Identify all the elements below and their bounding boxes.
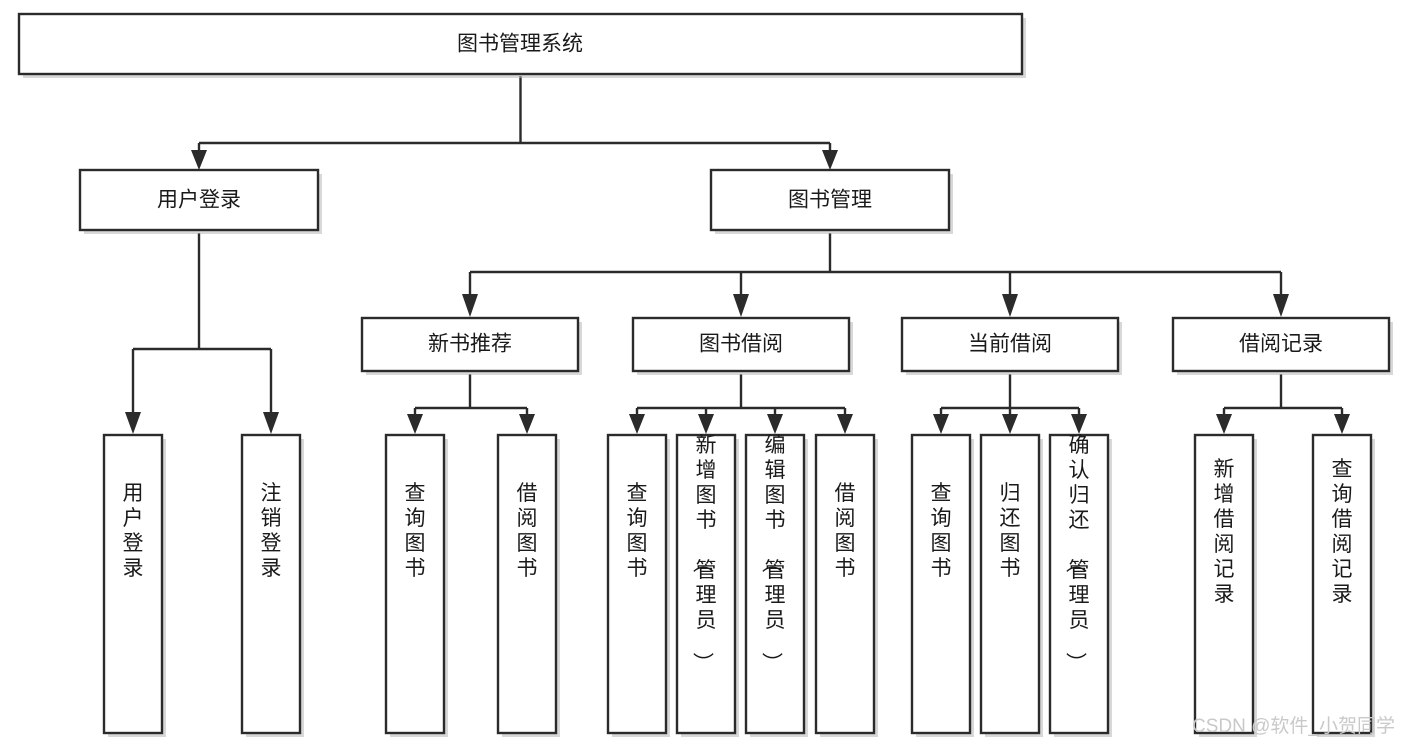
node-borrow[interactable]: 图书借阅 bbox=[631, 316, 853, 375]
node-leaf-6-box[interactable] bbox=[675, 433, 737, 735]
node-leaf-9[interactable]: 查询图书 bbox=[910, 433, 974, 737]
node-records-label: 借阅记录 bbox=[1239, 333, 1323, 356]
node-newbook[interactable]: 新书推荐 bbox=[360, 316, 582, 375]
node-root[interactable]: 图书管理系统 bbox=[17, 12, 1026, 78]
node-leaf-12[interactable]: 新增借阅记录 bbox=[1193, 433, 1257, 737]
arrowhead-current bbox=[1002, 294, 1018, 317]
arrowhead-leaf-1 bbox=[125, 412, 141, 434]
node-current-label: 当前借阅 bbox=[968, 333, 1052, 356]
node-leaf-10-label: 归还图书 bbox=[1000, 482, 1021, 580]
node-leaf-4-box[interactable] bbox=[496, 433, 558, 735]
csdn-watermark: CSDN @软件_小贺同学 bbox=[1192, 715, 1395, 737]
node-login-box[interactable] bbox=[78, 168, 320, 232]
node-leaf-8-box[interactable] bbox=[814, 433, 876, 735]
node-current-box[interactable] bbox=[900, 316, 1120, 373]
node-newbook-box[interactable] bbox=[360, 316, 580, 373]
arrowhead-leaf-8 bbox=[837, 414, 853, 434]
arrowhead-newbook bbox=[462, 294, 478, 317]
node-leaf-13[interactable]: 查询借阅记录 bbox=[1311, 433, 1375, 737]
node-leaf-5[interactable]: 查询图书 bbox=[606, 433, 670, 737]
node-leaf-13-label: 查询借阅记录 bbox=[1332, 458, 1353, 606]
node-leaf-8[interactable]: 借阅图书 bbox=[814, 433, 878, 737]
arrowhead-leaf-3 bbox=[407, 414, 423, 434]
node-current[interactable]: 当前借阅 bbox=[900, 316, 1122, 375]
node-leaf-9-label: 查询图书 bbox=[931, 482, 952, 580]
node-leaf-10[interactable]: 归还图书 bbox=[979, 433, 1043, 737]
node-leaf-13-box[interactable] bbox=[1311, 433, 1373, 735]
node-leaf-8-label: 借阅图书 bbox=[835, 482, 856, 580]
arrowhead-bookmgmt bbox=[822, 150, 838, 170]
node-leaf-12-box[interactable] bbox=[1193, 433, 1255, 735]
node-leaf-6[interactable]: 新增图书（管理员） bbox=[675, 433, 739, 737]
node-leaf-11-label: 确认归还（管理员） bbox=[1064, 434, 1090, 673]
node-bookmgmt[interactable]: 图书管理 bbox=[709, 168, 953, 234]
node-bookmgmt-label: 图书管理 bbox=[788, 189, 872, 212]
arrowhead-leaf-2 bbox=[263, 412, 279, 434]
node-leaf-3-label: 查询图书 bbox=[405, 482, 426, 580]
node-newbook-label: 新书推荐 bbox=[428, 333, 512, 356]
node-leaf-12-label: 新增借阅记录 bbox=[1214, 458, 1235, 606]
node-leaf-11[interactable]: 确认归还（管理员） bbox=[1048, 433, 1112, 737]
arrowhead-borrow bbox=[733, 294, 749, 317]
node-leaf-1-box[interactable] bbox=[102, 433, 164, 735]
node-leaf-7-box[interactable] bbox=[744, 433, 806, 735]
node-leaf-3-box[interactable] bbox=[384, 433, 446, 735]
node-leaf-10-box[interactable] bbox=[979, 433, 1041, 735]
node-bookmgmt-box[interactable] bbox=[709, 168, 951, 232]
arrowhead-leaf-10 bbox=[1002, 414, 1018, 434]
node-borrow-box[interactable] bbox=[631, 316, 851, 373]
node-login-label: 用户登录 bbox=[157, 189, 241, 212]
node-leaf-9-box[interactable] bbox=[910, 433, 972, 735]
node-leaf-3[interactable]: 查询图书 bbox=[384, 433, 448, 737]
node-records[interactable]: 借阅记录 bbox=[1171, 316, 1393, 375]
node-root-box[interactable] bbox=[17, 12, 1024, 76]
arrowhead-leaf-5 bbox=[629, 414, 645, 434]
arrowhead-login bbox=[191, 150, 207, 170]
node-records-box[interactable] bbox=[1171, 316, 1391, 373]
node-leaf-2-box[interactable] bbox=[240, 433, 302, 735]
connector-layer bbox=[125, 76, 1350, 434]
arrowhead-leaf-7 bbox=[767, 414, 783, 434]
arrowhead-leaf-13 bbox=[1334, 414, 1350, 434]
arrowhead-leaf-12 bbox=[1216, 414, 1232, 434]
node-leaf-6-label: 新增图书（管理员） bbox=[691, 434, 717, 673]
node-leaf-1[interactable]: 用户登录 bbox=[102, 433, 166, 737]
node-leaf-4[interactable]: 借阅图书 bbox=[496, 433, 560, 737]
arrowhead-leaf-11 bbox=[1071, 414, 1087, 434]
node-root-label: 图书管理系统 bbox=[457, 33, 583, 56]
node-leaf-7-label: 编辑图书（管理员） bbox=[760, 434, 786, 673]
node-leaf-5-box[interactable] bbox=[606, 433, 668, 735]
node-leaf-2[interactable]: 注销登录 bbox=[240, 433, 304, 737]
node-leaf-11-box[interactable] bbox=[1048, 433, 1110, 735]
node-leaf-4-label: 借阅图书 bbox=[517, 482, 538, 580]
arrowhead-leaf-4 bbox=[519, 414, 535, 434]
node-leaf-1-label: 用户登录 bbox=[123, 482, 144, 580]
arrowhead-leaf-6 bbox=[698, 414, 714, 434]
node-leaf-2-label: 注销登录 bbox=[261, 482, 282, 580]
node-login[interactable]: 用户登录 bbox=[78, 168, 322, 234]
arrowhead-leaf-9 bbox=[933, 414, 949, 434]
node-leaf-5-label: 查询图书 bbox=[627, 482, 648, 580]
node-leaf-7[interactable]: 编辑图书（管理员） bbox=[744, 433, 808, 737]
node-borrow-label: 图书借阅 bbox=[699, 333, 783, 356]
arrowhead-records bbox=[1273, 294, 1289, 317]
